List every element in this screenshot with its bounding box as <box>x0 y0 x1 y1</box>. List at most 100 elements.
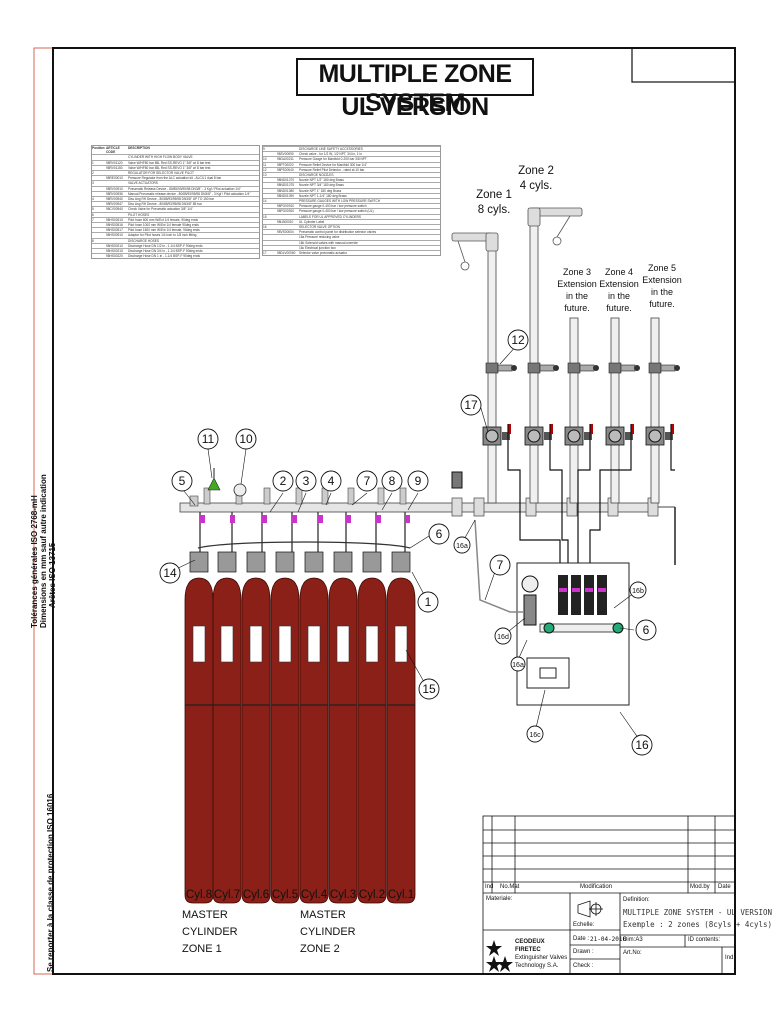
table-cell <box>263 194 277 198</box>
table-row: 16c Electrical junction box <box>263 244 440 250</box>
table-cell: Pneumatic control panel for distribution… <box>299 230 377 235</box>
table-cell <box>106 155 128 159</box>
table-cell: DISCHARGE LINE SAFETY ACCESSORIES <box>299 147 363 151</box>
table-cell: CYLINDER WITH HIGH FLOW BODY VALVE <box>128 155 193 160</box>
tb-echelle: Echelle: <box>573 922 595 928</box>
table-cell: SELECTOR VALVE OPTION <box>299 225 340 230</box>
table-cell: 98LB00010 <box>277 219 294 224</box>
table-cell <box>92 223 106 227</box>
tb-materiale: Materiale: <box>486 896 513 902</box>
tb-company-4: Technology S.A. <box>515 963 559 969</box>
title-block-grid <box>482 815 736 975</box>
table-cell: UL Cylinder Label <box>299 219 325 224</box>
table-cell: Pressure Relief Device for Manifold 300 … <box>299 162 368 167</box>
table-cell <box>106 181 128 185</box>
table-cell <box>263 241 277 245</box>
cylinder-label: Cyl.3 <box>330 889 356 901</box>
table-row: 16a Pressure reducing valve <box>263 234 440 239</box>
table-cell: 98RV00910 <box>106 186 123 191</box>
drawing-border <box>52 47 736 975</box>
table-cell: Disc Ang RH Device - 80/85/93/95/98 DN3/… <box>128 202 202 207</box>
table-cell: Nozzle NPT 1-1/4" 180 deg Brass <box>299 193 347 198</box>
table-cell: Pneumatic Release Device - 80/85/93/95/9… <box>128 186 241 191</box>
table-cell: DISCHARGE HOSES <box>128 238 159 243</box>
table-cell: 17 <box>263 251 267 256</box>
corner-box <box>631 47 736 83</box>
table-cell: Nozzle NPT 1" 180 deg Brass <box>299 188 342 193</box>
table-cell: Pressure Gauge for Manifold 0-200 bar 3/… <box>299 157 367 162</box>
table-cell <box>277 173 299 177</box>
table-cell: Check Valve for Pneumatic actuation 3/8"… <box>128 207 193 212</box>
table-cell <box>263 204 277 208</box>
table-cell: 98SV00090 <box>277 152 294 157</box>
protection-note: Se reporter à la classe de protection IS… <box>46 793 55 972</box>
company-logo-stars <box>486 940 513 972</box>
table-cell: 98DLV00060 <box>277 251 296 256</box>
callout-10: 10 <box>239 432 253 446</box>
table-cell: 98CV00940 <box>106 207 123 212</box>
table-cell <box>106 171 128 175</box>
tb-check: Check : <box>573 963 594 969</box>
table-cell <box>277 215 299 219</box>
table-cell: 98GA00211 <box>277 157 294 162</box>
tb-ind: Ind. <box>725 955 736 961</box>
table-cell: 98RV00940 <box>106 197 123 202</box>
table-cell: PILOT HOSES <box>128 212 150 217</box>
tb-company-1: CEODEUX <box>515 939 545 945</box>
table-cell <box>92 176 106 180</box>
callout-17: 17 <box>464 398 478 412</box>
diagram-subtitle: UL VERSION <box>341 93 489 121</box>
table-cell <box>263 152 277 156</box>
table-cell: REGULATOR FOR SELECTOR VALVE PILOT <box>128 171 194 176</box>
tb-art-no: Art.No: <box>623 950 642 956</box>
table-cell: 98HS00517 <box>106 228 123 233</box>
pressure-switches <box>485 362 680 374</box>
tb-company-2: FIRETEC <box>515 947 541 953</box>
table-cell: 15 <box>263 214 267 219</box>
table-cell: 16a Pressure reducing valve <box>299 235 340 240</box>
callout-2: 2 <box>280 474 287 488</box>
table-cell: 98PT00020 <box>277 162 294 167</box>
table-cell: 16 <box>263 225 267 230</box>
callout-14: 14 <box>163 566 177 580</box>
projection-symbol <box>577 900 603 918</box>
callout-7: 7 <box>364 474 371 488</box>
table-cell: Discharge Hose DN 1 in - 1.1/4 BSP-F 90d… <box>128 254 200 259</box>
edges-note: Arêtes ISO 13715 <box>48 542 57 608</box>
table-cell: 98RE00010 <box>106 176 123 181</box>
table-row: CYLINDER WITH HIGH FLOW BODY VALVE <box>92 154 259 159</box>
tb-date-label: Date : <box>573 936 590 942</box>
table-cell: 14 <box>263 199 267 204</box>
table-cell: 98HS00910 <box>106 233 123 238</box>
table-cell: Disc Ang RH Device - 80/85/93/95/98 DN3/… <box>128 197 214 202</box>
table-cell: Manual Pneumatic release device - 80/85/… <box>128 191 251 196</box>
table-cell: 98ND01075 <box>277 183 295 188</box>
table-cell: Discharge Hose DN 3/4 in - 1.1/4 BSP-F 9… <box>128 249 203 254</box>
table-cell <box>106 239 128 243</box>
table-cell <box>263 220 277 224</box>
